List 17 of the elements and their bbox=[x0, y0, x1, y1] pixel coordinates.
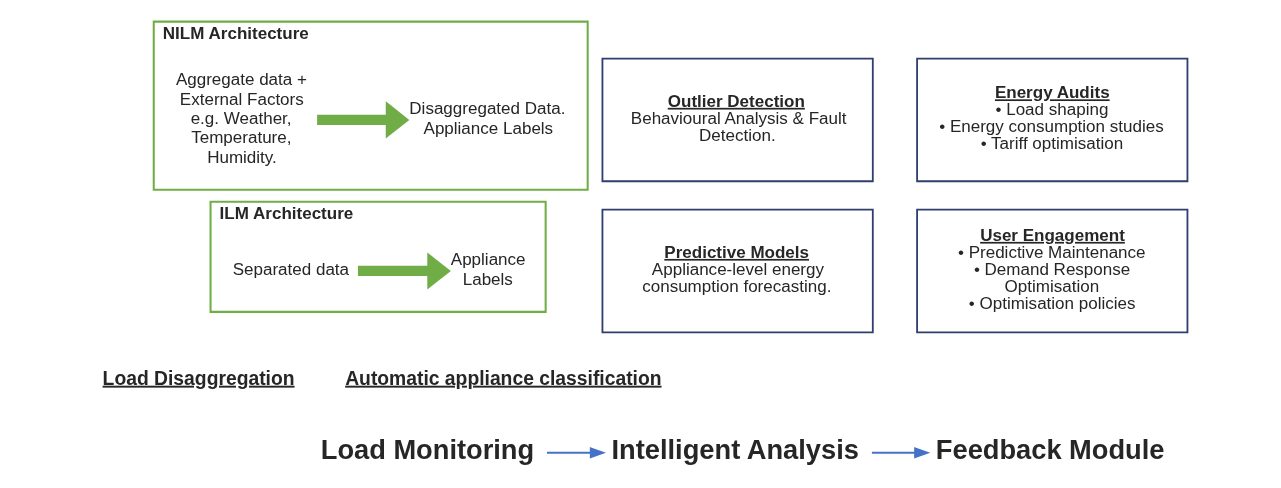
arrow bbox=[317, 101, 410, 139]
node-box: User Engagement • Predictive Maintenance • Demand Response Optimisation • Optimisation policies bbox=[916, 208, 1189, 334]
node-box: Outlier Detection Behavioural Analysis & Fault Detection. bbox=[601, 57, 874, 183]
node-text: Disaggregated Data. Appliance Labels bbox=[409, 99, 566, 138]
label: Load Disaggregation bbox=[102, 367, 295, 389]
arrow bbox=[546, 447, 606, 459]
node-box: Predictive Models Appliance-level energy consumption forecasting. bbox=[601, 208, 874, 334]
node-text: Appliance Labels bbox=[450, 250, 526, 289]
node-text: Intelligent Analysis bbox=[611, 433, 859, 465]
node-text: Load Monitoring bbox=[320, 433, 535, 465]
node-text: Aggregate data + External Factors e.g. Weather, Temperature, Humidity. bbox=[175, 70, 307, 167]
node-box: Energy Audits • Load shaping • Energy consumption studies • Tariff optimisation bbox=[916, 57, 1189, 183]
arrow bbox=[358, 252, 451, 290]
arrow bbox=[871, 447, 931, 459]
node-text: Feedback Module bbox=[935, 433, 1165, 465]
node-text: Separated data bbox=[232, 259, 350, 279]
label: Automatic appliance classification bbox=[345, 367, 662, 389]
